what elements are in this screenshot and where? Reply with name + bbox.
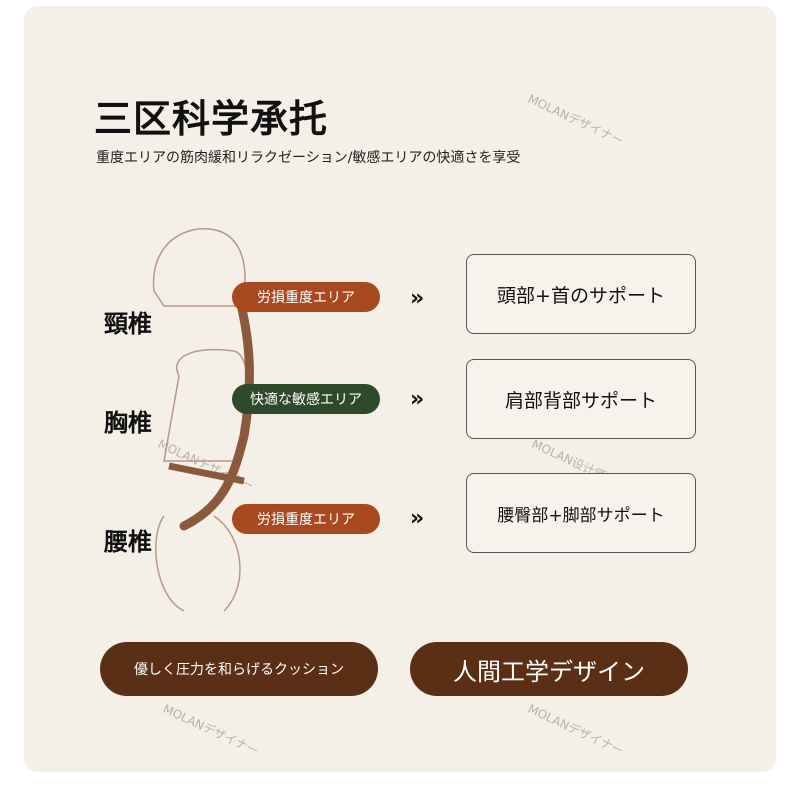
double-chevron-right-icon: » [410, 286, 425, 311]
support-box-head-neck: 頭部+首のサポート [466, 254, 696, 334]
zone-tag-lumbar: 労損重度エリア [232, 504, 380, 534]
ergonomic-design-badge: 人間工学デザイン [410, 642, 688, 696]
page-title: 三区科学承托 [94, 97, 329, 141]
watermark: MOLANデザイナー [160, 701, 261, 759]
zone-label-lumbar: 腰椎 [104, 528, 152, 556]
infographic-card: 三区科学承托 重度エリアの筋肉緩和リラクゼーション/敏感エリアの快適さを享受 M… [24, 6, 776, 772]
watermark: MOLANデザイナー [525, 91, 626, 149]
zone-tag-cervical: 労損重度エリア [232, 282, 380, 312]
cushion-feature-badge: 優しく圧力を和らげるクッション [100, 642, 378, 696]
double-chevron-right-icon: » [410, 506, 425, 531]
zone-label-cervical: 頸椎 [104, 310, 152, 338]
support-box-hip-leg: 腰臀部+脚部サポート [466, 473, 696, 553]
support-box-shoulder-back: 肩部背部サポート [466, 359, 696, 439]
double-chevron-right-icon: » [410, 387, 425, 412]
zone-tag-thoracic: 快適な敏感エリア [232, 384, 380, 414]
watermark: MOLANデザイナー [525, 701, 626, 759]
zone-label-thoracic: 胸椎 [104, 409, 152, 437]
subtitle: 重度エリアの筋肉緩和リラクゼーション/敏感エリアの快適さを享受 [96, 150, 521, 166]
